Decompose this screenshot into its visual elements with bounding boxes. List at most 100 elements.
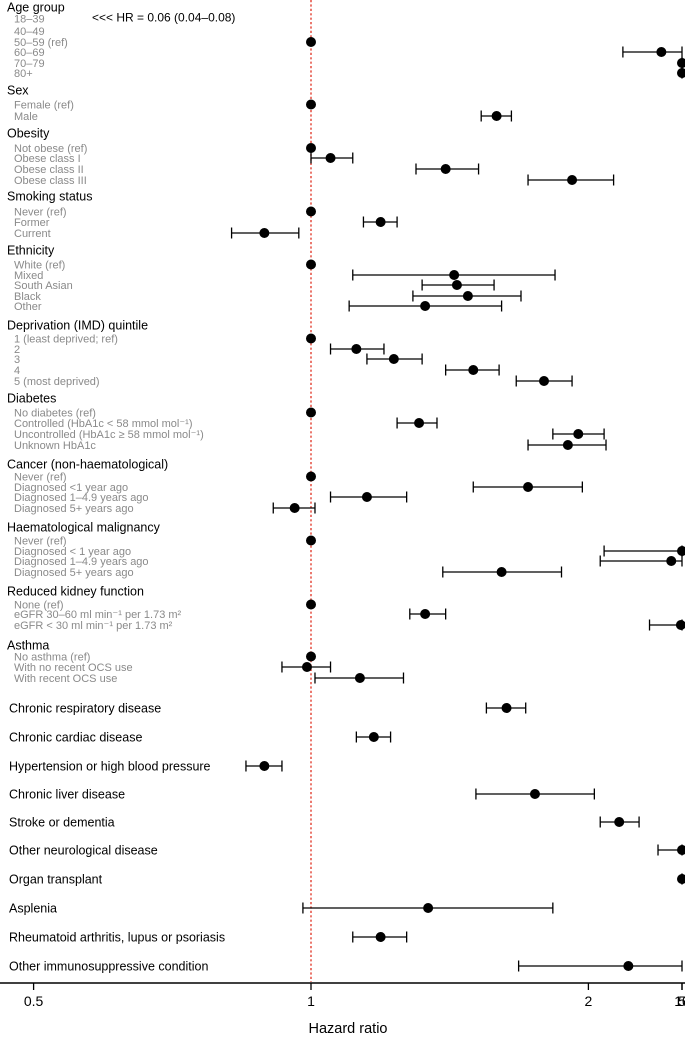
hr-marker xyxy=(362,216,398,228)
x-tick-label: 2 xyxy=(585,993,593,1009)
group-label: Other neurological disease xyxy=(9,844,158,858)
group-label: Other immunosuppressive condition xyxy=(9,960,208,974)
hr-marker xyxy=(306,206,316,217)
plot-marks xyxy=(230,0,685,982)
group-label: Chronic liver disease xyxy=(9,788,125,802)
row-label: Male xyxy=(14,111,38,123)
hr-marker xyxy=(306,599,316,610)
hr-point xyxy=(567,175,578,185)
hr-point xyxy=(259,761,270,771)
hr-point xyxy=(375,932,386,942)
hr-marker xyxy=(281,661,332,673)
hr-point xyxy=(623,961,634,971)
row-label: 60–69 xyxy=(14,47,45,59)
row-label: Never (ref) xyxy=(14,536,67,548)
x-axis: 0.250.512510 xyxy=(0,982,685,1009)
hr-point xyxy=(351,344,362,354)
hr-point xyxy=(523,482,534,492)
hr-point xyxy=(414,418,425,428)
hr-marker xyxy=(622,46,683,58)
group-label: Deprivation (IMD) quintile xyxy=(7,319,148,333)
hr-point xyxy=(306,651,316,662)
hr-marker xyxy=(442,566,563,578)
group-label: Diabetes xyxy=(7,392,56,406)
hr-point xyxy=(306,407,316,418)
hr-point xyxy=(375,217,386,227)
hr-marker xyxy=(657,844,685,856)
row-label: Obese class I xyxy=(14,153,81,165)
row-label: Diagnosed < 1 year ago xyxy=(14,546,131,558)
row-label: 70–79 xyxy=(14,58,45,70)
row-label: No diabetes (ref) xyxy=(14,408,96,420)
row-label: Never (ref) xyxy=(14,472,67,484)
hr-marker xyxy=(306,333,316,344)
hr-point xyxy=(388,354,399,364)
group-label: Stroke or dementia xyxy=(9,816,115,830)
row-label: Not obese (ref) xyxy=(14,143,87,155)
hr-point xyxy=(325,153,336,163)
hr-marker xyxy=(515,375,573,387)
hr-point xyxy=(677,58,685,68)
hr-point xyxy=(468,365,479,375)
hr-point xyxy=(259,228,270,238)
row-label: Diagnosed 1–4.9 years ago xyxy=(14,556,149,568)
hr-marker xyxy=(599,816,640,828)
hr-marker xyxy=(480,110,513,122)
hr-marker xyxy=(396,417,438,429)
group-label: Smoking status xyxy=(7,190,92,204)
group-label: Obesity xyxy=(7,127,50,141)
group-label: Chronic respiratory disease xyxy=(9,702,161,716)
hr-marker xyxy=(409,608,447,620)
row-label: 40–49 xyxy=(14,26,45,38)
hr-point xyxy=(368,732,379,742)
group-label: Age group xyxy=(7,1,65,15)
row-label: Never (ref) xyxy=(14,207,67,219)
hr-marker xyxy=(329,491,408,503)
row-label: Obese class III xyxy=(14,175,87,187)
hr-marker xyxy=(230,227,300,239)
group-label: Hypertension or high blood pressure xyxy=(9,760,211,774)
hr-point xyxy=(451,280,462,290)
hr-point xyxy=(496,567,507,577)
hr-point xyxy=(306,471,316,482)
hr-point xyxy=(440,164,451,174)
hr-marker xyxy=(348,300,503,312)
hr-point xyxy=(666,556,677,566)
hr-marker xyxy=(366,353,423,365)
row-label: Diagnosed 1–4.9 years ago xyxy=(14,492,149,504)
hr-marker xyxy=(306,143,316,153)
row-label: Uncontrolled (HbA1c ≥ 58 mmol mol⁻¹) xyxy=(14,429,204,441)
hr-annotation: <<< HR = 0.06 (0.04–0.08) xyxy=(92,11,235,25)
row-label: Diagnosed 5+ years ago xyxy=(14,567,134,579)
row-label: eGFR 30–60 ml min⁻¹ per 1.73 m² xyxy=(14,609,182,621)
hr-marker xyxy=(677,67,685,79)
group-label: Asthma xyxy=(7,639,49,653)
hr-point xyxy=(306,333,316,344)
hr-point xyxy=(573,429,584,439)
hr-point xyxy=(491,111,502,121)
hr-marker xyxy=(306,535,316,546)
row-label: 4 xyxy=(14,365,20,377)
hr-marker xyxy=(517,960,683,972)
row-label: With no recent OCS use xyxy=(14,662,133,674)
hr-point xyxy=(306,535,316,546)
hr-point xyxy=(539,376,550,386)
group-label: Cancer (non-haematological) xyxy=(7,458,168,472)
group-label: Sex xyxy=(7,84,29,98)
row-label: No asthma (ref) xyxy=(14,652,90,664)
row-label: Mixed xyxy=(14,270,43,282)
hr-point xyxy=(656,47,667,57)
hr-point xyxy=(614,817,625,827)
row-label: 18–39 xyxy=(14,14,45,26)
hr-point xyxy=(306,99,316,110)
hr-marker xyxy=(485,702,527,714)
group-label: Ethnicity xyxy=(7,244,55,258)
x-tick-label: 10 xyxy=(674,993,685,1009)
hr-marker xyxy=(412,290,522,302)
row-label: Controlled (HbA1c < 58 mmol mol⁻¹) xyxy=(14,418,193,430)
row-label: South Asian xyxy=(14,280,73,292)
hr-marker xyxy=(310,152,354,164)
hr-marker xyxy=(302,902,554,914)
hr-point xyxy=(354,673,365,683)
